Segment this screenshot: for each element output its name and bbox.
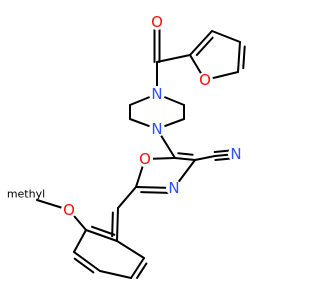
- nitrile-nitrogen-label: N: [230, 145, 241, 163]
- oxazole-nitrile-bond: [194, 155, 216, 161]
- aryl-ring-bond-2: [130, 257, 145, 279]
- oxazole-oxygen-label: O: [139, 150, 151, 168]
- aryl-ring-bond-2-inner: [136, 262, 148, 279]
- furan-c3-c2-bond-inner: [195, 36, 214, 57]
- carbonyl-oxygen-atom: O: [149, 13, 165, 31]
- oxazole-nitrogen-label: N: [168, 179, 179, 197]
- molecule-structure-diagram: O O N N O N N O methyl: [7, 13, 246, 279]
- carbonyl-oxygen-label: O: [151, 13, 163, 31]
- nitrile-nitrogen-atom: N: [228, 145, 244, 163]
- methoxy-oxygen-label: O: [63, 201, 75, 219]
- carbonyl-furan-bond: [156, 54, 191, 63]
- vinyl-double-bond: [116, 207, 119, 242]
- aryl-ring-bond-5: [73, 229, 87, 253]
- oxazole-c4-c5-bond: [174, 157, 196, 161]
- furan-oxygen-atom: O: [197, 71, 213, 89]
- methyl-label: methyl: [7, 188, 45, 201]
- methyl-group: methyl: [7, 188, 45, 201]
- furan-c3-c2-bond: [189, 30, 213, 56]
- piperazine-top-nitrogen-label: N: [151, 85, 162, 103]
- aryl-ring-bond-4-inner: [73, 257, 95, 274]
- aryl-ring-bond-3: [99, 270, 132, 279]
- methoxy-oxygen-atom: O: [61, 201, 77, 219]
- oxazole-oxygen-atom: O: [137, 150, 153, 168]
- furan-oxygen-label: O: [199, 71, 211, 89]
- oxazole-c4-c5-bond-inner: [177, 152, 194, 156]
- piperazine-bottom-nitrogen-atom: N: [149, 120, 165, 138]
- furan-c4-c3-bond: [211, 30, 241, 43]
- vinyl-double-bond-inner: [111, 211, 114, 238]
- furan-c5-c4-bond-inner: [242, 45, 246, 70]
- oxazole-c2-n-bond-inner: [140, 191, 170, 194]
- piperazine-bottom-nitrogen-label: N: [151, 120, 162, 138]
- aryl-ring-bond-6-inner: [91, 225, 116, 236]
- atom-labels: O O N N O N N O methyl: [7, 13, 244, 219]
- furan-c5-c4-bond: [237, 41, 241, 73]
- aryl-ring-bond-1: [116, 240, 145, 259]
- oxazole-nitrogen-atom: N: [166, 179, 182, 197]
- aryl-ring-bond-4: [73, 251, 101, 272]
- vinyl-link-bond: [117, 186, 137, 209]
- aryl-ring-bond-6: [85, 229, 118, 242]
- piperazine-top-nitrogen-atom: N: [149, 85, 165, 103]
